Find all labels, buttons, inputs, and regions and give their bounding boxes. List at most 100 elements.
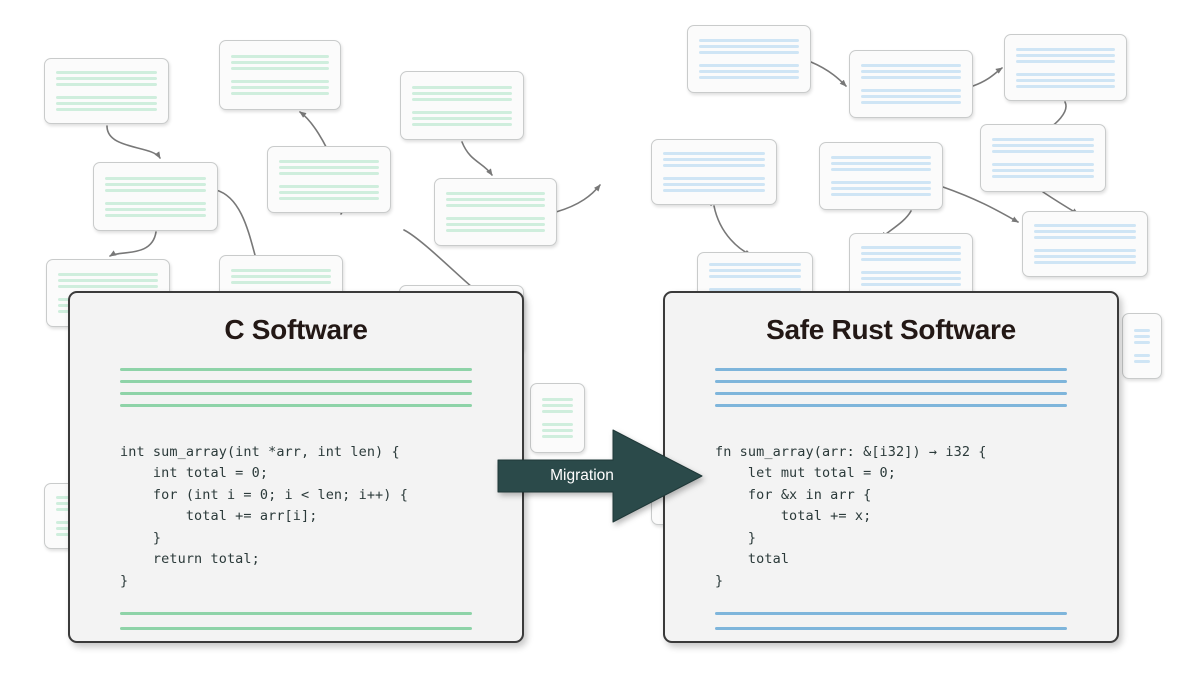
graph-node-text-line (1034, 224, 1136, 227)
rust-code-snippet: fn sum_array(arr: &[i32]) → i32 { let mu… (715, 443, 987, 589)
graph-node-text-line (1016, 78, 1115, 82)
graph-node (400, 71, 524, 140)
graph-node (219, 40, 341, 110)
graph-node-line-gap (231, 73, 329, 77)
card-rule-line (120, 627, 472, 631)
graph-edge (106, 125, 161, 159)
card-rule-line (715, 403, 1067, 407)
c-card-bottom-rules (120, 612, 472, 643)
graph-node-text-line (709, 275, 801, 278)
graph-node-text-line (412, 97, 512, 101)
graph-edge (713, 205, 752, 256)
graph-node-text-line (446, 198, 545, 201)
graph-node-text-line (861, 252, 961, 255)
graph-node (1004, 34, 1127, 101)
graph-node-text-line (56, 102, 157, 105)
graph-node-text-line (699, 76, 799, 79)
graph-node-text-line (231, 61, 329, 64)
graph-node-text-line (861, 76, 961, 79)
card-rule-line (715, 367, 1067, 371)
graph-node-text-line (861, 95, 961, 98)
card-rule-line (120, 403, 472, 407)
graph-node-text-line (1034, 236, 1136, 239)
graph-node-text-line (105, 213, 206, 217)
graph-node-line-gap (1016, 66, 1115, 70)
graph-node-text-line (542, 404, 573, 407)
graph-node-line-gap (831, 174, 931, 178)
graph-node-text-line (663, 152, 765, 155)
card-rule-line (120, 379, 472, 383)
graph-node-text-line (56, 83, 157, 86)
graph-node-text-line (231, 281, 331, 284)
card-rule-line (120, 367, 472, 371)
card-rule-line (120, 612, 472, 616)
graph-node-text-line (709, 288, 801, 291)
graph-node-text-line (56, 108, 157, 111)
graph-node-line-gap (279, 178, 379, 182)
graph-node-text-line (831, 187, 931, 190)
card-rule-line (715, 391, 1067, 395)
graph-node-text-line (279, 190, 379, 194)
graph-edge (555, 184, 601, 213)
graph-node-text-line (1016, 47, 1115, 51)
graph-node-text-line (831, 181, 931, 184)
graph-node-text-line (542, 423, 573, 426)
graph-node-text-line (1016, 59, 1115, 63)
graph-node-line-gap (542, 416, 573, 420)
graph-node-text-line (542, 398, 573, 401)
card-rule-line (120, 642, 472, 643)
graph-node-line-gap (992, 156, 1094, 160)
graph-node-text-line (831, 156, 931, 159)
graph-node-text-line (279, 196, 379, 200)
graph-node-text-line (56, 96, 157, 99)
graph-node-text-line (56, 77, 157, 80)
graph-node-text-line (412, 116, 512, 120)
graph-node-text-line (231, 275, 331, 278)
graph-node (849, 50, 973, 118)
graph-node-line-gap (105, 195, 206, 199)
graph-node-line-gap (709, 281, 801, 285)
graph-edge (810, 61, 847, 87)
graph-node-text-line (1016, 84, 1115, 88)
graph-node (819, 142, 943, 210)
graph-node (1122, 313, 1162, 379)
graph-node (1022, 211, 1148, 277)
graph-node (687, 25, 811, 93)
graph-node-text-line (231, 269, 331, 272)
graph-node-text-line (861, 271, 961, 274)
graph-node-text-line (831, 193, 931, 196)
graph-node (434, 178, 557, 246)
graph-node-text-line (1134, 341, 1150, 344)
rust-card-top-rules (715, 367, 1067, 416)
graph-node-text-line (699, 45, 799, 48)
graph-node-text-line (992, 163, 1094, 166)
graph-node-text-line (412, 91, 512, 95)
graph-node-line-gap (699, 57, 799, 61)
graph-node-text-line (446, 217, 545, 220)
graph-node-text-line (542, 435, 573, 438)
graph-node (44, 58, 169, 124)
graph-node (93, 162, 218, 231)
graph-node-text-line (861, 246, 961, 249)
graph-node-text-line (992, 150, 1094, 153)
graph-node-text-line (446, 192, 545, 195)
graph-node-text-line (279, 171, 379, 175)
graph-node-line-gap (663, 170, 765, 174)
graph-node-line-gap (1134, 347, 1150, 351)
graph-node-text-line (231, 80, 329, 83)
card-rule-line (715, 642, 1067, 643)
graph-node-text-line (1134, 360, 1150, 363)
graph-node-line-gap (861, 264, 961, 268)
graph-edge (972, 67, 1003, 87)
graph-node-text-line (105, 176, 206, 180)
graph-node-text-line (709, 269, 801, 272)
graph-node (849, 233, 973, 299)
graph-node-text-line (663, 158, 765, 161)
graph-node-text-line (861, 258, 961, 261)
graph-node-text-line (105, 201, 206, 205)
graph-node-text-line (861, 283, 961, 286)
graph-node-text-line (58, 285, 158, 288)
graph-node-text-line (105, 182, 206, 186)
graph-node-line-gap (1034, 242, 1136, 246)
